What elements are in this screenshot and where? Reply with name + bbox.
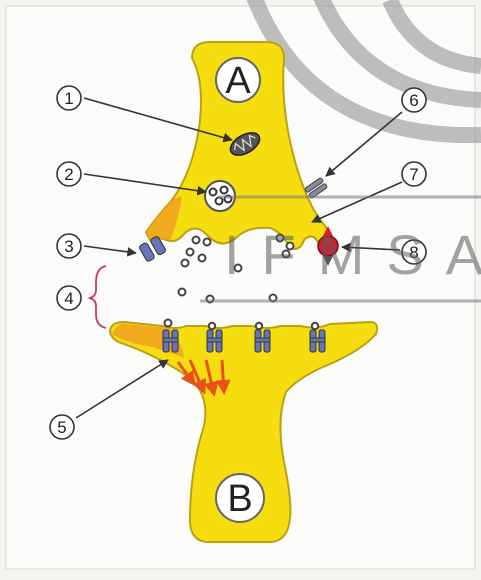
callout-1: 1 bbox=[57, 86, 81, 110]
label-b: B bbox=[227, 478, 252, 520]
callout-3-label: 3 bbox=[64, 237, 73, 256]
callout-4-label: 4 bbox=[64, 289, 73, 308]
callout-3: 3 bbox=[57, 234, 81, 258]
callout-5-label: 5 bbox=[57, 418, 66, 437]
watermark-text: IFMSA bbox=[224, 223, 481, 286]
callout-5: 5 bbox=[50, 415, 74, 439]
callout-7: 7 bbox=[402, 162, 426, 186]
callout-7-label: 7 bbox=[409, 165, 418, 184]
callout-6: 6 bbox=[402, 88, 426, 112]
callout-1-label: 1 bbox=[64, 89, 73, 108]
callout-4: 4 bbox=[57, 286, 81, 310]
label-a: A bbox=[225, 60, 251, 102]
callout-2: 2 bbox=[57, 162, 81, 186]
callout-6-label: 6 bbox=[409, 91, 418, 110]
callout-2-label: 2 bbox=[64, 165, 73, 184]
